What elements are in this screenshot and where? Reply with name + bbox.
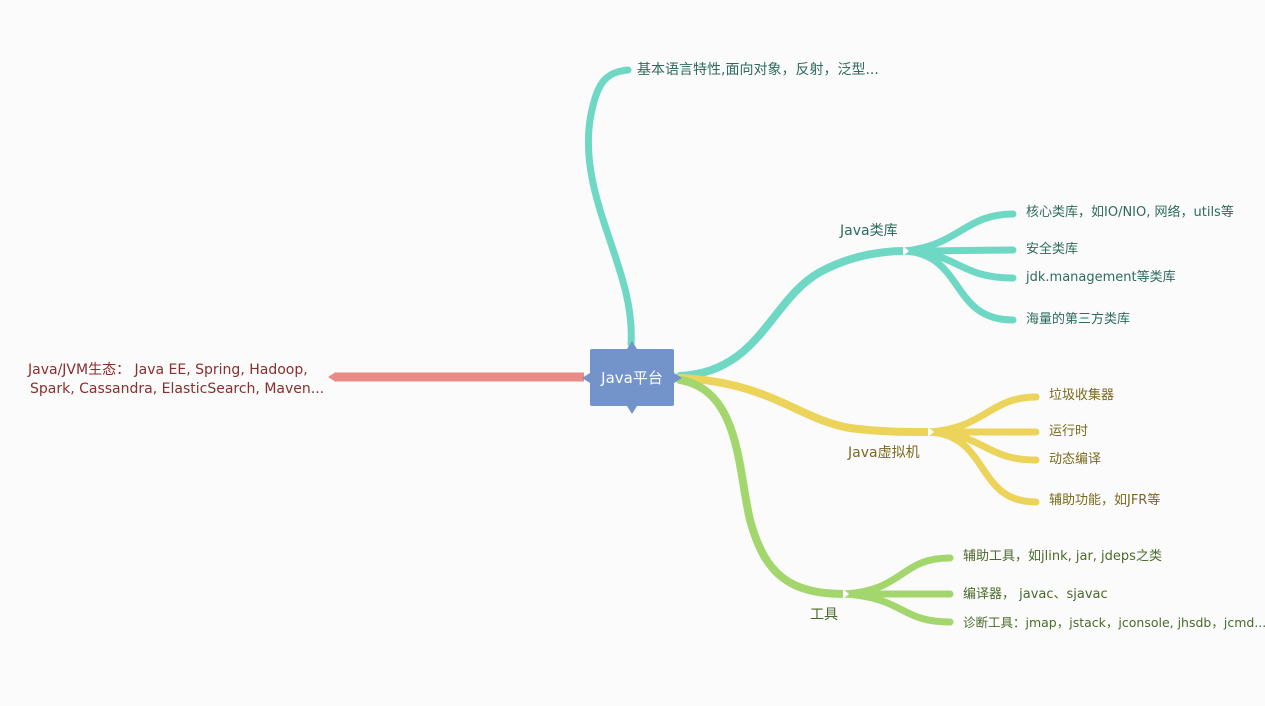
center-node-pointer-top (627, 341, 637, 349)
connector-jvm-c1 (926, 393, 1040, 436)
connector-jvm-c4 (926, 428, 1040, 506)
center-node[interactable]: Java平台 (590, 349, 674, 406)
node-library-child-4[interactable]: 海量的第三方类库 (1026, 312, 1131, 327)
connector-library-c4 (901, 247, 1017, 324)
node-jvm-child-1[interactable]: 垃圾收集器 (1049, 388, 1115, 403)
connector-tools (676, 376, 849, 598)
node-tools[interactable]: 工具 (810, 607, 838, 623)
node-tools-child-1[interactable]: 辅助工具，如jlink, jar, jdeps之类 (963, 549, 1162, 564)
node-library-child-1[interactable]: 核心类库，如IO/NIO, 网络，utils等 (1026, 205, 1234, 220)
connector-top (585, 66, 635, 348)
node-java-library[interactable]: Java类库 (840, 223, 898, 239)
node-java-vm[interactable]: Java虚拟机 (848, 445, 920, 461)
node-library-child-2[interactable]: 安全类库 (1026, 242, 1079, 257)
node-jvm-child-3[interactable]: 动态编译 (1049, 452, 1102, 467)
node-jvm-child-4[interactable]: 辅助功能，如JFR等 (1049, 493, 1161, 508)
center-node-label: Java平台 (601, 369, 663, 387)
node-marker-library (903, 246, 909, 256)
node-marker-tools (843, 589, 849, 599)
connector-jvm (676, 374, 934, 436)
node-library-child-3[interactable]: jdk.management等类库 (1026, 270, 1176, 285)
connector-tools-c1 (841, 554, 954, 598)
node-tools-child-2[interactable]: 编译器， javac、sjavac (963, 587, 1108, 602)
center-node-pointer-bottom (627, 406, 637, 414)
center-node-pointer-left (582, 373, 590, 383)
node-tools-child-3[interactable]: 诊断工具：jmap，jstack，jconsole, jhsdb，jcmd... (963, 615, 1265, 630)
node-ecosystem-line1[interactable]: Java/JVM生态： Java EE, Spring, Hadoop, (28, 362, 308, 378)
connector-library-c1 (901, 210, 1017, 255)
node-marker-jvm (928, 427, 934, 437)
center-node-pointer-right (674, 373, 682, 383)
connector-library (676, 247, 909, 380)
connector-tools-c3 (841, 590, 954, 626)
node-language-features[interactable]: 基本语言特性,面向对象，反射，泛型... (637, 62, 879, 78)
node-ecosystem-line2[interactable]: Spark, Cassandra, ElasticSearch, Maven..… (30, 381, 325, 397)
node-jvm-child-2[interactable]: 运行时 (1049, 424, 1089, 439)
connector-left-tip (328, 372, 336, 382)
